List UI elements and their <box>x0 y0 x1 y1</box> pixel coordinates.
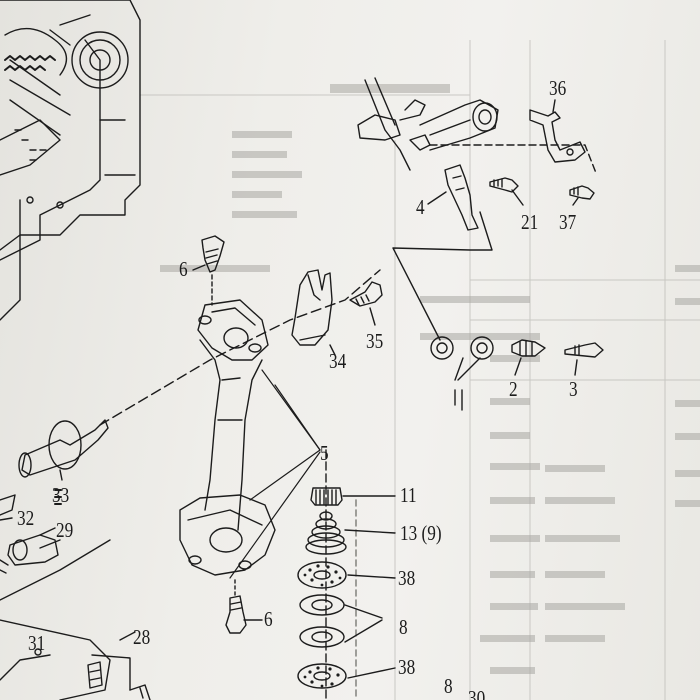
callout-8-upper: 8 <box>399 615 408 639</box>
callout-34: 34 <box>329 349 347 373</box>
callout-21: 21 <box>521 210 539 234</box>
callout-13-9: 13 (9) <box>400 521 442 545</box>
machine-frame-assembly <box>0 0 141 321</box>
callout-6-bottom: 6 <box>264 607 273 631</box>
callout-3: 3 <box>569 377 578 401</box>
upper-right-assembly <box>357 77 597 341</box>
felt-disc-texture <box>303 564 342 688</box>
background-table-grid <box>140 40 700 700</box>
callout-38-upper: 38 <box>398 566 416 590</box>
callout-29: 29 <box>56 518 74 542</box>
connecting-rod-part-5 <box>179 299 276 576</box>
callout-30: 30 <box>468 686 486 700</box>
screw-6-bottom <box>225 579 263 634</box>
callout-5: 5 <box>320 441 329 465</box>
callout-37: 37 <box>559 210 577 234</box>
callout-29-leader <box>39 527 56 536</box>
callout-38-lower: 38 <box>398 655 416 679</box>
callout-35: 35 <box>366 329 384 353</box>
callout-5-leaders <box>229 369 321 579</box>
tension-stack-assembly <box>297 449 396 700</box>
callout-28-leader <box>119 631 136 641</box>
shaft-part-33 <box>0 419 151 700</box>
callout-4: 4 <box>416 195 425 219</box>
callout-31: 31 <box>28 631 46 655</box>
callout-11: 11 <box>400 483 417 507</box>
gear-teeth-texture <box>4 55 56 71</box>
callout-6-top: 6 <box>179 257 188 281</box>
callout-33: 33 <box>52 483 70 507</box>
screw-35 <box>349 281 383 326</box>
screw-6-top <box>192 235 225 306</box>
callout-8-lower: 8 <box>444 674 453 698</box>
callout-2: 2 <box>509 377 518 401</box>
fork-part-34 <box>291 269 336 356</box>
washer-row-assembly <box>430 336 604 411</box>
callout-32-leader <box>0 517 13 521</box>
faint-bleed-text <box>160 84 700 674</box>
callout-36: 36 <box>549 76 567 100</box>
axis-dash-line <box>99 269 381 426</box>
callout-32: 32 <box>17 506 35 530</box>
callout-28: 28 <box>133 625 151 649</box>
